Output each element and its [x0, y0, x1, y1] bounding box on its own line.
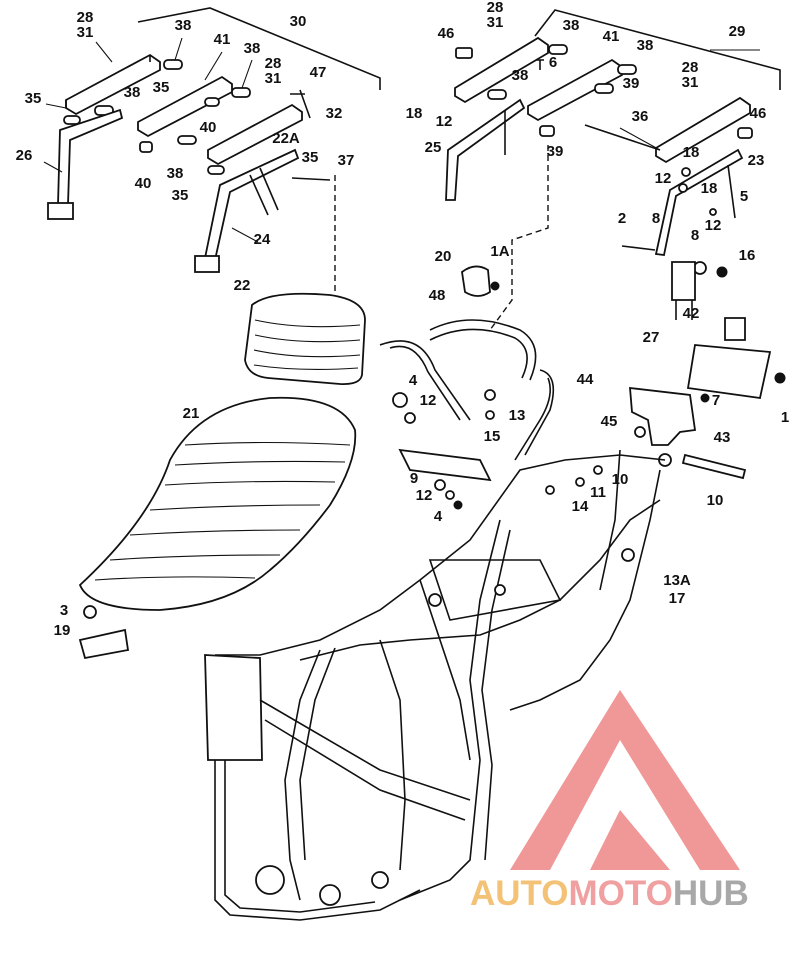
callout-c42: 42 — [683, 305, 700, 322]
callout-c1b: 1 — [781, 409, 789, 426]
motorcycle-frame — [204, 449, 666, 921]
callout-c35c: 35 — [302, 149, 319, 166]
callout-c48: 48 — [429, 287, 446, 304]
callout-c31d: 31 — [682, 74, 699, 91]
callout-c30: 30 — [290, 13, 307, 30]
callout-c5: 5 — [740, 188, 748, 205]
callout-c4b: 4 — [434, 508, 443, 525]
callout-c16: 16 — [739, 247, 756, 264]
watermark-hub: HUB — [673, 874, 749, 913]
callout-c14: 14 — [572, 498, 589, 515]
callout-c38f: 38 — [637, 37, 654, 54]
callout-c26: 26 — [16, 147, 33, 164]
callout-c28d: 28 — [682, 59, 699, 76]
callout-c47: 47 — [310, 64, 327, 81]
callout-c15: 15 — [484, 428, 501, 445]
watermark-moto: MOTO — [569, 874, 673, 913]
callout-c39a: 39 — [623, 75, 640, 92]
callout-c18c: 18 — [701, 180, 718, 197]
sissy-bar-48 — [379, 319, 555, 482]
callout-c12d: 12 — [420, 392, 437, 409]
callout-c13: 13 — [509, 407, 526, 424]
triangle-logo-icon: AUTOMOTOHUB — [470, 690, 749, 913]
callout-c6: 6 — [549, 54, 557, 71]
callout-c43: 43 — [714, 429, 731, 446]
bracket-20 — [461, 265, 500, 297]
callout-c38c: 38 — [124, 84, 141, 101]
callout-c36: 36 — [632, 108, 649, 125]
callout-c11: 11 — [590, 484, 606, 501]
callout-c7: 7 — [712, 392, 720, 409]
callout-c39b: 39 — [547, 143, 564, 160]
callout-c8b: 8 — [691, 227, 699, 244]
left-kit-assembly — [43, 7, 381, 273]
callout-c45: 45 — [601, 413, 618, 430]
callout-c38e: 38 — [563, 17, 580, 34]
callout-c10a: 10 — [612, 471, 629, 488]
callout-c41b: 41 — [603, 28, 620, 45]
callout-c23: 23 — [748, 152, 765, 169]
svg-text:AUTOMOTOHUB: AUTOMOTOHUB — [470, 874, 749, 913]
callout-c18a: 18 — [406, 105, 423, 122]
callout-c32: 32 — [326, 105, 343, 122]
callout-c40b: 40 — [135, 175, 152, 192]
callout-c28c: 28 — [487, 0, 504, 16]
callout-c20: 20 — [435, 248, 452, 265]
seat-21 — [78, 396, 357, 611]
passenger-backrest-pad-22 — [244, 292, 366, 385]
callout-c19: 19 — [54, 622, 71, 639]
callout-c31c: 31 — [487, 14, 504, 31]
callout-c9: 9 — [410, 470, 418, 487]
callout-c41a: 41 — [214, 31, 231, 48]
callout-c13a: 13A — [663, 572, 691, 589]
watermark-auto: AUTO — [470, 874, 569, 913]
callout-c38g: 38 — [512, 67, 529, 84]
callout-c35b: 35 — [153, 79, 170, 96]
callout-c46b: 46 — [750, 105, 767, 122]
callout-c38a: 38 — [175, 17, 192, 34]
callout-c29: 29 — [729, 23, 746, 40]
callout-c8a: 8 — [652, 210, 660, 227]
callout-c1a: 1A — [490, 243, 509, 260]
license-bracket-44 — [621, 386, 747, 562]
callout-c10b: 10 — [707, 492, 724, 509]
callout-c12a: 12 — [436, 113, 453, 130]
callout-c25: 25 — [425, 139, 442, 156]
callout-c28a: 28 — [77, 9, 94, 26]
seat-bracket-19 — [78, 605, 130, 660]
right-kit-assembly — [445, 9, 781, 320]
hardware-small — [392, 389, 496, 510]
callout-c35a: 35 — [25, 90, 42, 107]
callout-c35d: 35 — [172, 187, 189, 204]
license-plate-27 — [686, 317, 786, 403]
callout-c12b: 12 — [655, 170, 672, 187]
callout-c31b: 31 — [265, 70, 282, 87]
callout-c12c: 12 — [705, 217, 722, 234]
callout-c22a: 22A — [272, 130, 300, 147]
callout-c21: 21 — [183, 405, 200, 422]
callout-c38b: 38 — [244, 40, 261, 57]
callout-c38d: 38 — [167, 165, 184, 182]
assembly-line-right — [489, 145, 549, 331]
callout-c27: 27 — [643, 329, 660, 346]
callout-c44: 44 — [577, 371, 594, 388]
callout-c40a: 40 — [200, 119, 217, 136]
callout-c17: 17 — [669, 590, 686, 607]
callout-c3: 3 — [60, 602, 68, 619]
callout-c4a: 4 — [409, 372, 418, 389]
callout-c31a: 31 — [77, 24, 94, 41]
automotohub-watermark: AUTOMOTOHUB — [470, 690, 790, 950]
callout-c22: 22 — [234, 277, 251, 294]
callout-c28b: 28 — [265, 55, 282, 72]
callout-c37: 37 — [338, 152, 355, 169]
callout-c46a: 46 — [438, 25, 455, 42]
callout-c12e: 12 — [416, 487, 433, 504]
callout-c18b: 18 — [683, 144, 700, 161]
callout-c24: 24 — [254, 231, 271, 248]
callout-c2: 2 — [618, 210, 626, 227]
